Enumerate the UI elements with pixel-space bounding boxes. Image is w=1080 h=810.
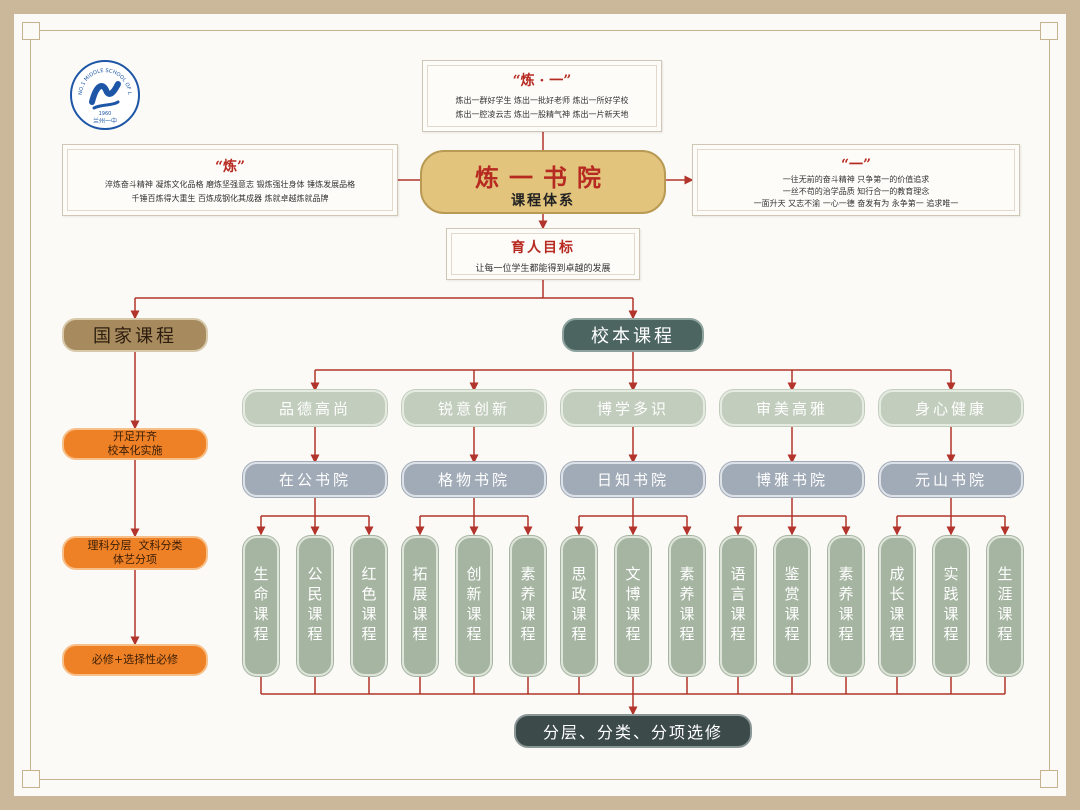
course-pill: 生涯课程 bbox=[986, 535, 1024, 677]
course-pill: 成长课程 bbox=[878, 535, 916, 677]
course-label: 创新课程 bbox=[464, 566, 483, 646]
course-label: 红色课程 bbox=[359, 566, 378, 646]
lian-yi-line: 炼出一腔凌云志 炼出一股精气神 炼出一片新天地 bbox=[455, 110, 629, 119]
goal-title: 育人目标 bbox=[511, 240, 575, 256]
center-title-plaque: 炼一书院 课程体系 bbox=[420, 150, 666, 214]
category-pill: 身心健康 bbox=[878, 389, 1024, 427]
lian-line: 淬炼奋斗精神 凝炼文化品格 磨炼坚强意志 锻炼强壮身体 锤炼发展品格 bbox=[104, 180, 356, 189]
yi-line: 一往无前的奋斗精神 只争第一的价值追求 bbox=[782, 175, 930, 184]
center-title: 炼一书院 bbox=[475, 163, 611, 192]
academy-pill: 在公书院 bbox=[242, 461, 388, 498]
category-pill: 博学多识 bbox=[560, 389, 706, 427]
course-pill: 语言课程 bbox=[719, 535, 757, 677]
course-label: 鉴赏课程 bbox=[782, 566, 801, 646]
school-curriculum: 校本课程 bbox=[562, 318, 704, 352]
elective-banner: 分层、分类、分项选修 bbox=[514, 714, 752, 748]
course-pill: 思政课程 bbox=[560, 535, 598, 677]
course-label: 拓展课程 bbox=[410, 566, 429, 646]
course-label: 生涯课程 bbox=[995, 566, 1014, 646]
course-pill: 素养课程 bbox=[509, 535, 547, 677]
corner-ornament bbox=[22, 770, 40, 788]
national-item: 开足开齐 校本化实施 bbox=[62, 428, 208, 460]
national-item: 必修+选择性必修 bbox=[62, 644, 208, 676]
course-label: 生命课程 bbox=[251, 566, 270, 646]
course-pill: 生命课程 bbox=[242, 535, 280, 677]
goal-text: 让每一位学生都能得到卓越的发展 bbox=[475, 264, 611, 274]
yi-title: “一” bbox=[840, 157, 872, 173]
course-pill: 素养课程 bbox=[827, 535, 865, 677]
svg-text:NO.1 MIDDLE SCHOOL OF LANZHOU: NO.1 MIDDLE SCHOOL OF LANZHOU bbox=[72, 62, 132, 95]
national-item-label: 开足开齐 校本化实施 bbox=[107, 430, 163, 457]
course-pill: 文博课程 bbox=[614, 535, 652, 677]
lian-line: 千锤百炼得大重生 百炼成钢化其成器 炼就卓越炼就品牌 bbox=[131, 194, 329, 203]
lian-box: “炼” 淬炼奋斗精神 凝炼文化品格 磨炼坚强意志 锻炼强壮身体 锤炼发展品格 千… bbox=[62, 144, 398, 216]
corner-ornament bbox=[1040, 22, 1058, 40]
category-pill: 锐意创新 bbox=[401, 389, 547, 427]
yi-line: 一面升天 又志不渝 一心一德 奋发有为 永争第一 追求唯一 bbox=[753, 199, 959, 208]
academy-pill: 日知书院 bbox=[560, 461, 706, 498]
lian-yi-box: “炼 · 一” 炼出一群好学生 炼出一批好老师 炼出一所好学校 炼出一腔凌云志 … bbox=[422, 60, 662, 132]
goal-box: 育人目标 让每一位学生都能得到卓越的发展 bbox=[446, 228, 640, 280]
course-label: 实践课程 bbox=[941, 566, 960, 646]
logo-year: 1960 bbox=[99, 111, 112, 117]
course-pill: 公民课程 bbox=[296, 535, 334, 677]
category-pill: 审美高雅 bbox=[719, 389, 865, 427]
course-pill: 素养课程 bbox=[668, 535, 706, 677]
school-logo: NO.1 MIDDLE SCHOOL OF LANZHOU 1960 兰州一中 bbox=[70, 58, 140, 130]
course-label: 素养课程 bbox=[677, 566, 696, 646]
logo-outer-text: NO.1 MIDDLE SCHOOL OF LANZHOU bbox=[70, 58, 132, 95]
lian-title: “炼” bbox=[214, 159, 246, 175]
national-item: 理科分层 文科分类 体艺分项 bbox=[62, 536, 208, 570]
course-label: 公民课程 bbox=[305, 566, 324, 646]
academy-pill: 元山书院 bbox=[878, 461, 1024, 498]
category-pill: 品德高尚 bbox=[242, 389, 388, 427]
corner-ornament bbox=[22, 22, 40, 40]
course-pill: 鉴赏课程 bbox=[773, 535, 811, 677]
course-label: 成长课程 bbox=[887, 566, 906, 646]
lian-yi-line: 炼出一群好学生 炼出一批好老师 炼出一所好学校 bbox=[455, 96, 629, 105]
national-item-label: 理科分层 文科分类 体艺分项 bbox=[87, 539, 183, 566]
national-item-label: 必修+选择性必修 bbox=[91, 653, 179, 666]
course-pill: 实践课程 bbox=[932, 535, 970, 677]
academy-pill: 博雅书院 bbox=[719, 461, 865, 498]
national-curriculum: 国家课程 bbox=[62, 318, 208, 352]
course-pill: 拓展课程 bbox=[401, 535, 439, 677]
yi-box: “一” 一往无前的奋斗精神 只争第一的价值追求 一丝不苟的治学品质 知行合一的教… bbox=[692, 144, 1020, 216]
course-label: 思政课程 bbox=[569, 566, 588, 646]
corner-ornament bbox=[1040, 770, 1058, 788]
yi-line: 一丝不苟的治学品质 知行合一的教育理念 bbox=[782, 187, 930, 196]
course-pill: 创新课程 bbox=[455, 535, 493, 677]
outer-frame bbox=[30, 30, 1050, 780]
logo-bottom-text: 兰州一中 bbox=[93, 117, 117, 125]
course-label: 素养课程 bbox=[518, 566, 537, 646]
lian-yi-title: “炼 · 一” bbox=[512, 73, 572, 89]
course-label: 素养课程 bbox=[836, 566, 855, 646]
course-pill: 红色课程 bbox=[350, 535, 388, 677]
center-subtitle: 课程体系 bbox=[511, 193, 575, 209]
course-label: 语言课程 bbox=[728, 566, 747, 646]
course-label: 文博课程 bbox=[623, 566, 642, 646]
academy-pill: 格物书院 bbox=[401, 461, 547, 498]
